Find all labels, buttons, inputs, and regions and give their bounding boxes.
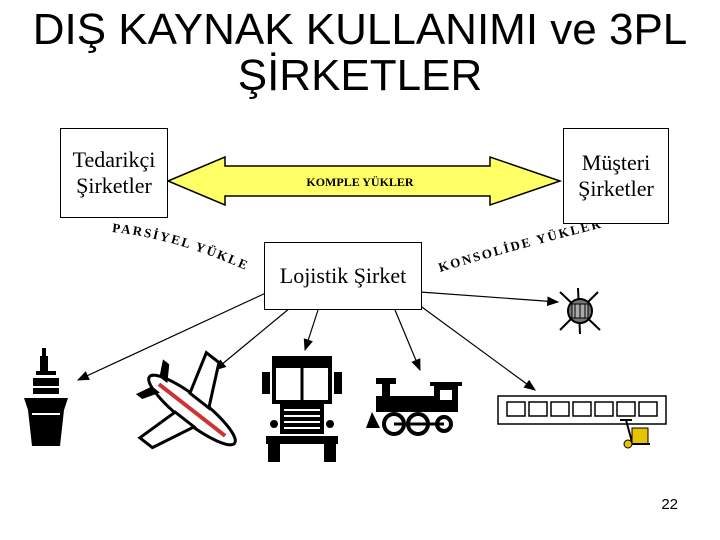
hand-truck-icon (620, 419, 650, 449)
ship-icon (24, 348, 68, 446)
conveyor-icon (497, 395, 667, 425)
logistics-box: Lojistik Şirket (264, 242, 422, 310)
satellite-icon (559, 287, 601, 335)
customer-box-line1: Müşteri (581, 150, 651, 175)
connector-arrows (76, 291, 560, 391)
supplier-box-line2: Şirketler (76, 173, 152, 198)
arrow-label: KOMPLE YÜKLER (306, 175, 414, 189)
supplier-box: Tedarikçi Şirketler (60, 128, 168, 218)
title-line-2: ŞİRKETLER (237, 51, 483, 100)
airplane-icon (135, 350, 237, 450)
double-arrow: KOMPLE YÜKLER (166, 155, 563, 207)
customer-box: Müşteri Şirketler (563, 128, 669, 224)
supplier-box-line1: Tedarikçi (72, 147, 156, 172)
right-curve-label: KONSOLİDE YÜKLER (437, 216, 604, 275)
truck-icon (262, 356, 342, 462)
logistics-box-label: Lojistik Şirket (279, 263, 407, 288)
title-line-1: DIŞ KAYNAK KULLANIMI ve 3PL (32, 5, 688, 54)
train-icon (366, 378, 462, 436)
customer-box-line2: Şirketler (578, 176, 654, 201)
page-number: 22 (661, 496, 678, 513)
right-curve-text: KONSOLİDE YÜKLER (437, 216, 602, 275)
